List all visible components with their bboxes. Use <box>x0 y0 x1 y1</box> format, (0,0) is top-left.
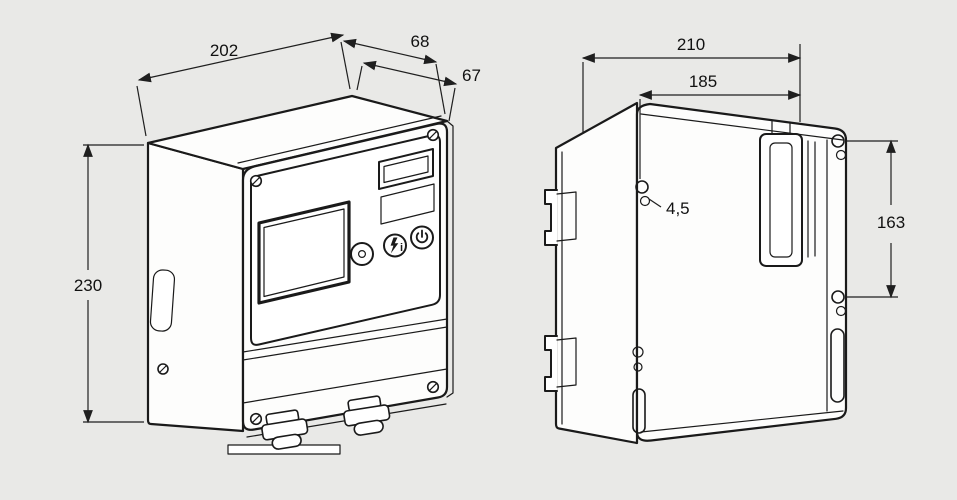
fixing-hole <box>635 180 649 194</box>
channel-top-cut <box>771 120 791 135</box>
extension-line <box>340 41 351 90</box>
top-inner-line <box>640 113 844 141</box>
mounting-channel <box>759 133 803 267</box>
info-icon-label: i <box>400 242 403 254</box>
dim-overall-width-label: 210 <box>677 35 705 54</box>
screw-slot <box>252 177 260 185</box>
dim-mounting-width: 185 <box>638 72 802 179</box>
gland-tip <box>271 433 302 450</box>
vent-slot-bottom-left <box>632 388 646 434</box>
left-side-face <box>146 141 245 433</box>
corner-screw-bottom-left <box>249 412 263 426</box>
extension-line <box>435 63 446 115</box>
hinge-bracket-upper <box>544 189 558 246</box>
power-button <box>410 225 434 250</box>
rear-side-face <box>554 101 639 445</box>
extension-line <box>356 65 363 91</box>
dim-line <box>342 38 438 65</box>
mounting-hole <box>831 134 845 148</box>
cover-seam-1 <box>242 318 448 353</box>
fixing-hole-small <box>639 195 651 207</box>
mounting-hole-small <box>835 149 847 161</box>
screw-slot <box>429 131 437 139</box>
corner-screw-bottom-right <box>426 380 440 394</box>
dim-depth-total: 68 <box>342 32 446 115</box>
mounting-hole-pair-top-right <box>831 134 847 161</box>
din-rail-bracket <box>227 444 341 455</box>
dim-depth-housing: 67 <box>356 60 481 122</box>
dim-height: 230 <box>74 143 144 424</box>
right-edge-sliver <box>446 120 454 398</box>
info-button: i <box>383 233 407 258</box>
side-screw <box>157 363 169 375</box>
dim-height-label: 230 <box>74 276 102 295</box>
dim-mounting-height-label: 163 <box>877 213 905 232</box>
screw-slot <box>252 415 260 423</box>
status-display <box>378 148 434 190</box>
fixing-hole-pair-top-left <box>635 180 651 207</box>
panel-label-area <box>380 183 435 225</box>
hook-hole <box>632 346 644 358</box>
cover-seam-2 <box>242 326 448 361</box>
extension-line <box>448 87 456 122</box>
dim-line <box>362 60 458 87</box>
cover-seam-3 <box>242 368 448 404</box>
mounting-hole <box>831 290 845 304</box>
corner-screw-top-left <box>249 174 263 188</box>
corner-screw-top-right <box>426 128 440 142</box>
mounting-hole-pair-bottom-right <box>831 290 847 317</box>
door-top-edge <box>237 115 442 164</box>
cable-gland-left <box>261 409 309 450</box>
vent-slot-bottom-right <box>830 328 845 403</box>
dim-mounting-width-label: 185 <box>689 72 717 91</box>
gland-tip <box>353 419 384 436</box>
status-display-window <box>383 155 429 184</box>
display-window <box>257 200 351 305</box>
reset-button <box>350 242 374 266</box>
dim-width: 202 <box>136 32 351 137</box>
bolt-icon <box>390 237 399 254</box>
mounting-hole-small <box>835 305 847 317</box>
side-label <box>149 269 176 332</box>
dim-width-label: 202 <box>210 41 238 60</box>
cable-hooks <box>632 346 644 372</box>
reset-button-ring <box>350 242 374 266</box>
extension-line <box>136 85 147 137</box>
dim-mounting-height: 163 <box>846 139 905 299</box>
screw-slot <box>159 365 167 373</box>
side-slot-lines <box>807 140 816 258</box>
display-window-inner <box>263 208 345 298</box>
dim-depth-total-label: 68 <box>411 32 430 51</box>
dim-depth-housing-label: 67 <box>462 66 481 85</box>
hook-hole <box>633 362 643 372</box>
dim-line <box>137 32 345 83</box>
screw-slot <box>429 383 437 391</box>
power-icon <box>415 232 429 244</box>
hinge-bracket-lower-detail <box>556 337 577 388</box>
hinge-bracket-lower <box>544 335 558 392</box>
hinge-bracket-upper-detail <box>556 191 577 242</box>
rear-view: 210 185 4,5 163 <box>544 35 905 445</box>
leader-line <box>648 198 662 208</box>
mounting-channel-inner <box>769 142 793 258</box>
dim-overall-width: 210 <box>581 35 802 134</box>
front-view: i <box>74 32 481 455</box>
cable-gland-right <box>343 395 391 436</box>
dim-hole-diameter: 4,5 <box>648 198 690 218</box>
bottom-inner-line <box>640 410 844 433</box>
dim-hole-diameter-label: 4,5 <box>666 199 690 218</box>
reset-button-dot-icon <box>358 250 367 259</box>
